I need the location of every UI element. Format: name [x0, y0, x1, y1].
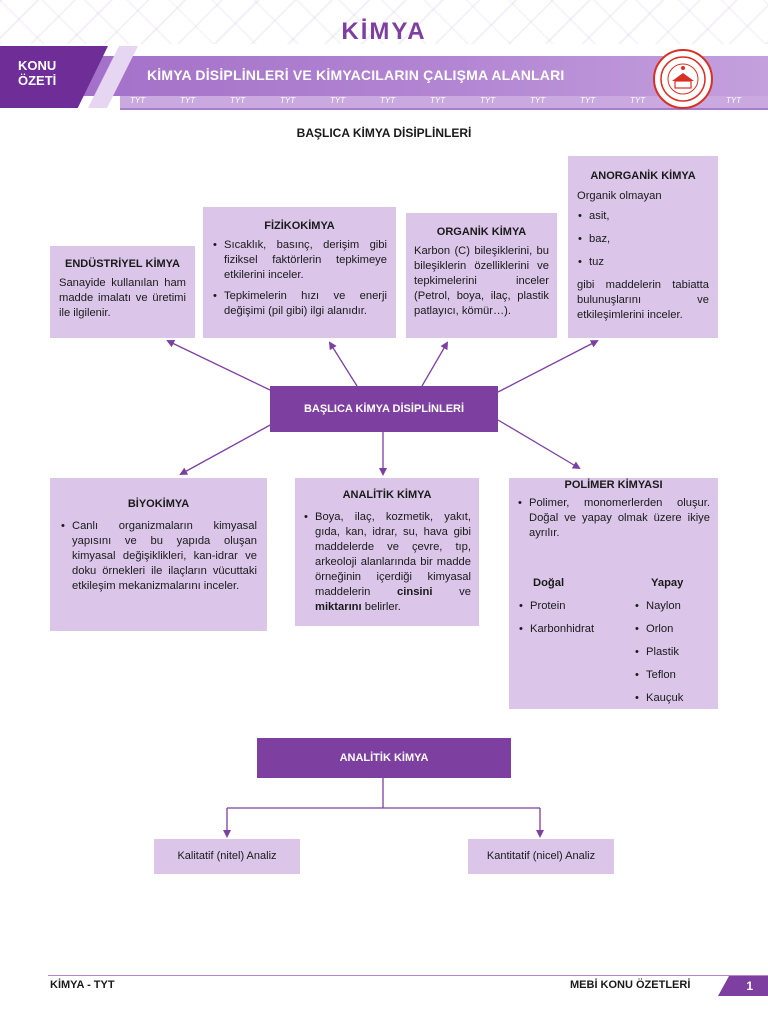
tyt-strip: TYT TYT TYT TYT TYT TYT TYT TYT TYT TYT … [120, 96, 768, 110]
box-text: Organik olmayan [577, 190, 662, 202]
konu-ozeti-label: KONU ÖZETİ [18, 58, 57, 88]
list-item: Polimer, monomerlerden oluşur. Doğal ve … [517, 496, 710, 541]
box-endustriyel-kimya: ENDÜSTRİYEL KİMYA Sanayide kullanılan ha… [50, 246, 195, 338]
box-text: gibi maddelerin tabiatta bulunuşlarını v… [577, 279, 709, 321]
box-text: Sanayide kullanılan ham madde imalatı ve… [59, 277, 186, 319]
list-item: Orlon [634, 622, 714, 637]
analitik-tree-kantitatif: Kantitatif (nicel) Analiz [468, 839, 614, 874]
dogal-list: Protein Karbonhidrat [518, 599, 613, 637]
box-text: Karbon (C) bileşiklerini, bu bileşikleri… [414, 245, 549, 317]
footer-divider [48, 975, 768, 976]
list-item: baz, [577, 232, 709, 247]
box-list: asit, baz, tuz [577, 209, 709, 270]
footer-right: MEBİ KONU ÖZETLERİ [570, 979, 691, 991]
box-title: POLİMER KİMYASI [564, 479, 663, 491]
section-heading: BAŞLICA KİMYA DİSİPLİNLERİ [296, 126, 472, 140]
box-list: Sıcaklık, basınç, derişim gibi fiziksel … [212, 238, 387, 319]
list-item: Tepkimelerin hızı ve enerji değişimi (pi… [212, 289, 387, 319]
list-item: Sıcaklık, basınç, derişim gibi fiziksel … [212, 238, 387, 283]
list-item: Protein [518, 599, 613, 614]
box-polimer-kimyasi: POLİMER KİMYASI Polimer, monomerlerden o… [509, 478, 718, 709]
tyt-label: TYT [230, 96, 246, 105]
page-title: KİMYA DİSİPLİNLERİ VE KİMYACILARIN ÇALIŞ… [147, 67, 565, 83]
tyt-label: TYT [130, 96, 146, 105]
tyt-label: TYT [280, 96, 296, 105]
yapay-title: Yapay [651, 577, 684, 589]
tyt-label: TYT [430, 96, 446, 105]
list-item: Plastik [634, 645, 714, 660]
list-item: Teflon [634, 668, 714, 683]
box-list: Polimer, monomerlerden oluşur. Doğal ve … [517, 496, 710, 541]
tyt-label: TYT [380, 96, 396, 105]
box-title: ENDÜSTRİYEL KİMYA [65, 258, 180, 270]
analitik-tree-root: ANALİTİK KİMYA [257, 738, 511, 778]
box-title: ORGANİK KİMYA [436, 226, 527, 238]
central-node: BAŞLICA KİMYA DİSİPLİNLERİ [270, 386, 498, 432]
yapay-list: Naylon Orlon Plastik Teflon Kauçuk [634, 599, 714, 706]
tyt-label: TYT [630, 96, 646, 105]
list-item: Boya, ilaç, kozmetik, yakıt, gıda, kan, … [303, 510, 471, 615]
list-item: Naylon [634, 599, 714, 614]
ministry-seal-icon [653, 49, 713, 109]
tyt-label: TYT [726, 96, 742, 105]
list-item: Canlı organizmaların kimyasal yapısını v… [60, 519, 257, 594]
box-list: Canlı organizmaların kimyasal yapısını v… [60, 519, 257, 594]
box-title: FİZİKOKİMYA [264, 220, 335, 232]
box-fizikokimya: FİZİKOKİMYA Sıcaklık, basınç, derişim gi… [203, 207, 396, 338]
list-item: Kauçuk [634, 691, 714, 706]
header-pattern [0, 0, 768, 44]
tyt-label: TYT [330, 96, 346, 105]
box-title: BİYOKİMYA [127, 498, 190, 510]
footer-left: KİMYA - TYT [50, 979, 115, 991]
list-item: tuz [577, 255, 709, 270]
tyt-label: TYT [580, 96, 596, 105]
box-organik-kimya: ORGANİK KİMYA Karbon (C) bileşiklerini, … [406, 213, 557, 338]
dogal-title: Doğal [533, 577, 565, 589]
box-list: Boya, ilaç, kozmetik, yakıt, gıda, kan, … [303, 510, 471, 615]
box-title: ANORGANİK KİMYA [590, 170, 696, 182]
box-biyokimya: BİYOKİMYA Canlı organizmaların kimyasal … [50, 478, 267, 631]
analitik-tree-kalitatif: Kalitatif (nitel) Analiz [154, 839, 300, 874]
list-item: Karbonhidrat [518, 622, 613, 637]
box-title: ANALİTİK KİMYA [342, 489, 432, 501]
box-analitik-kimya: ANALİTİK KİMYA Boya, ilaç, kozmetik, yak… [295, 478, 479, 626]
tyt-label: TYT [530, 96, 546, 105]
tyt-label: TYT [180, 96, 196, 105]
page-number: 1 [718, 976, 768, 996]
box-anorganik-kimya: ANORGANİK KİMYA Organik olmayan asit, ba… [568, 156, 718, 338]
brand-title: KİMYA [341, 18, 427, 45]
tyt-label: TYT [480, 96, 496, 105]
list-item: asit, [577, 209, 709, 224]
